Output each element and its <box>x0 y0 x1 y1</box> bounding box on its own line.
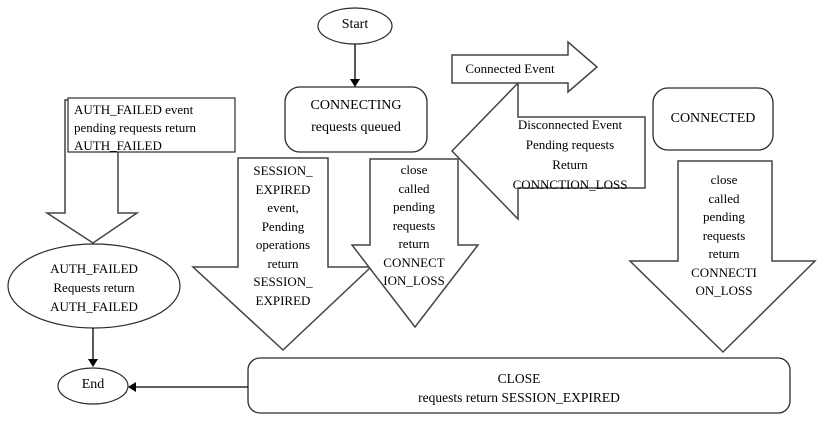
authfailed-to-end-connector <box>88 328 98 367</box>
close-called-connecting-arrow-shape <box>350 158 480 329</box>
disconnected-event-arrow-shape <box>450 81 646 221</box>
auth-failed-oval-shape <box>7 243 181 329</box>
auth-failed-event-label: AUTH_FAILED event pending requests retur… <box>74 102 197 153</box>
connecting-box-shape <box>284 86 428 153</box>
session-expired-arrow-shape <box>191 157 373 352</box>
close-called-connected-arrow-shape <box>628 160 817 354</box>
auth-failed-state-label: AUTH_FAILED Requests return AUTH_FAILED <box>50 261 138 314</box>
close-to-end-connector <box>128 382 248 392</box>
end-label: End <box>81 377 105 392</box>
close-state-label: CLOSE requests return SESSION_EXPIRED <box>418 371 620 405</box>
close-box-shape <box>247 357 791 414</box>
connected-box-shape <box>652 87 774 151</box>
connected-label: CONNECTED <box>670 111 756 126</box>
connected-event-arrow-shape <box>451 40 599 94</box>
start-label: Start <box>341 17 369 32</box>
disconnected-event-label: Disconnected Event Pending requests Retu… <box>512 117 628 192</box>
close-called-connecting-label: close called pending requests return CON… <box>383 162 445 288</box>
connecting-line-2: requests queued <box>311 120 401 135</box>
auth-failed-event-box-shape <box>67 97 236 153</box>
end-oval-shape <box>57 367 129 405</box>
start-to-connecting-connector <box>350 44 360 87</box>
connecting-label: CONNECTING requests queued <box>287 95 425 139</box>
connecting-line-1: CONNECTING <box>310 98 402 113</box>
close-called-connected-label: close called pending requests return CON… <box>691 172 757 298</box>
session-expired-arrow-label: SESSION_ EXPIRED event, Pending operatio… <box>253 163 313 308</box>
connected-event-label: Connected Event <box>465 61 555 76</box>
